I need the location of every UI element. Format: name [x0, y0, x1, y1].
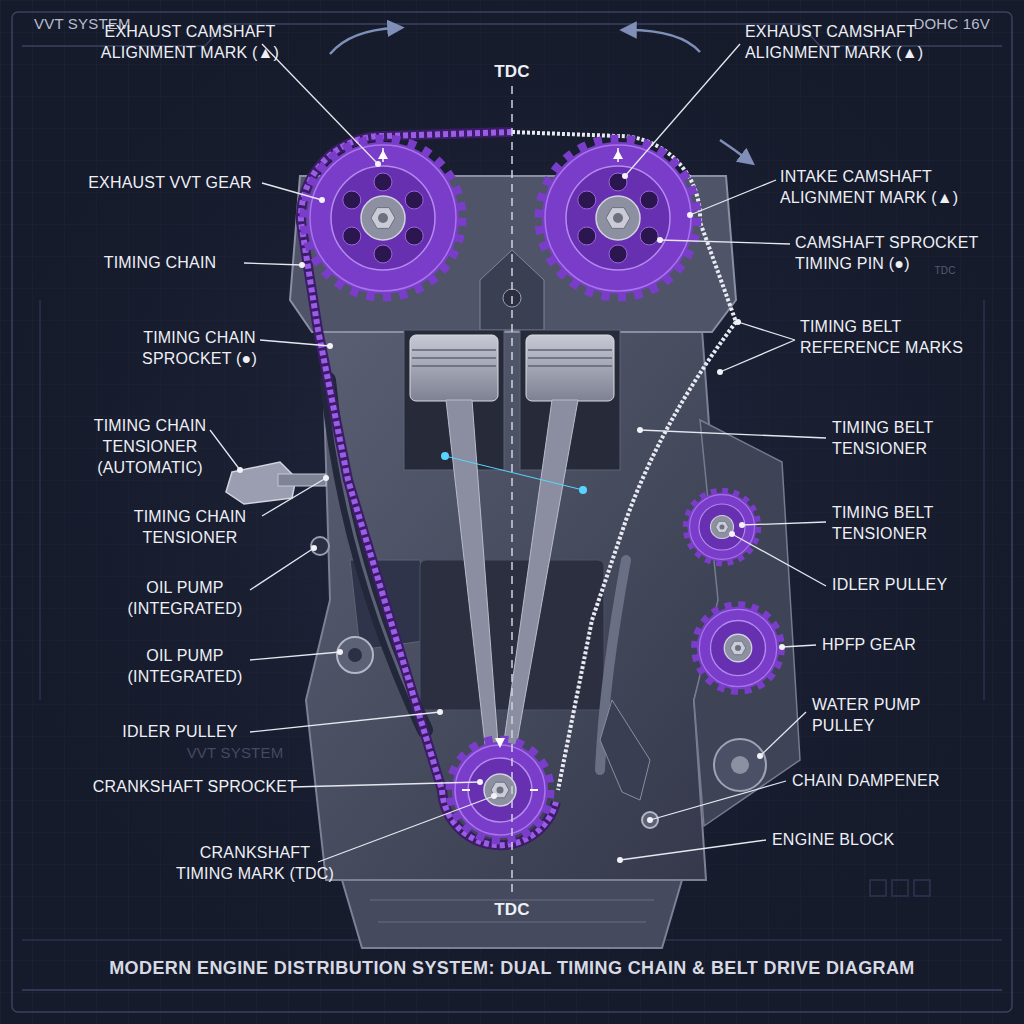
watermark: VVT SYSTEM [160, 743, 310, 763]
part-label: WATER PUMP PULLEY [812, 694, 952, 736]
part-label: TIMING BELT REFERENCE MARKS [800, 316, 990, 358]
part-label: CRANKSHAFT TIMING MARK (TDC) [174, 842, 336, 884]
frame [12, 12, 1012, 1012]
part-label: CHAIN DAMPENER [792, 770, 992, 791]
part-label: TIMING CHAIN TENSIONER (AUTOMATIC) [90, 415, 210, 478]
part-label: IDLER PULLEY [100, 721, 260, 742]
timing-belt [512, 132, 736, 790]
tdc-marker: TDC [920, 264, 970, 277]
chain-guides [226, 380, 658, 828]
part-label: HPFP GEAR [822, 634, 992, 655]
part-label: CAMSHAFT SPROCKET TIMING PIN (●) [795, 232, 995, 274]
rotation-arrows [330, 28, 748, 160]
part-label: EXHAUST CAMSHAFT ALIGNMENT MARK (▲) [745, 21, 965, 63]
part-label: CRANKSHAFT SPROCKET [90, 776, 300, 797]
part-label: EXHAUST CAMSHAFT ALIGNMENT MARK (▲) [70, 21, 310, 63]
part-label: OIL PUMP (INTEGRATED) [120, 577, 250, 619]
timing-chain [301, 132, 556, 845]
leader-dots [237, 161, 785, 863]
tdc-line [512, 86, 513, 896]
part-label: ENGINE BLOCK [772, 829, 972, 850]
part-label: OIL PUMP (INTEGRATED) [120, 645, 250, 687]
part-label: TIMING CHAIN TENSIONER [120, 506, 260, 548]
part-label: IDLER PULLEY [832, 574, 1002, 595]
tdc-marker: TDC [462, 61, 562, 83]
sprockets [305, 140, 781, 840]
part-label: INTAKE CAMSHAFT ALIGNMENT MARK (▲) [780, 166, 980, 208]
part-label: TIMING CHAIN SPROCKET (●) [142, 327, 257, 369]
part-label: TIMING BELT TENSIONER [832, 502, 992, 544]
leader-lines [210, 44, 826, 862]
part-label: EXHAUST VVT GEAR [70, 172, 270, 193]
part-label: TIMING BELT TENSIONER [832, 417, 992, 459]
tdc-marker: TDC [462, 899, 562, 921]
diagram-title: MODERN ENGINE DISTRIBUTION SYSTEM: DUAL … [20, 956, 1004, 980]
part-label: TIMING CHAIN [70, 252, 250, 273]
